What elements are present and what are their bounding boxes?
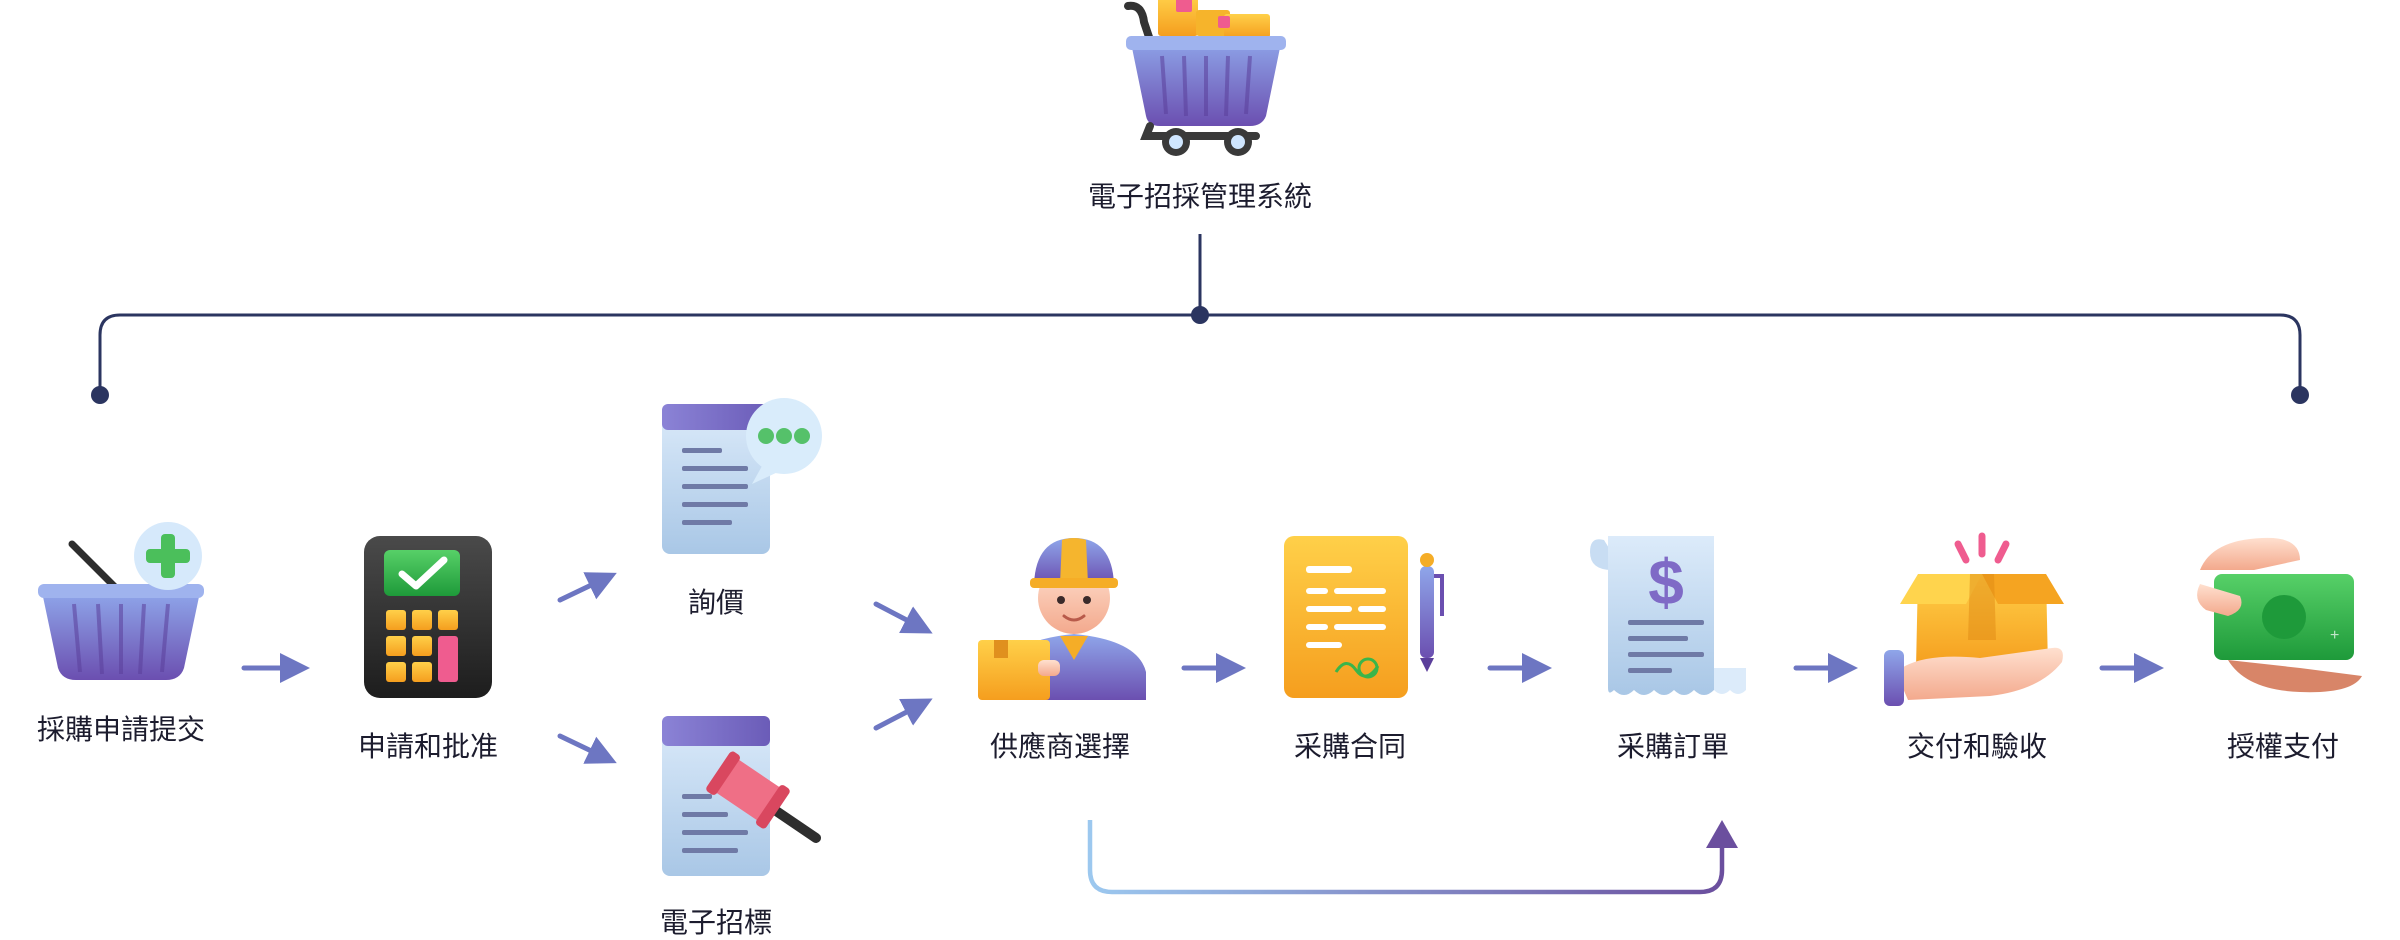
cash-handover-icon: + bbox=[2197, 537, 2362, 693]
contract-pen-icon bbox=[1284, 536, 1444, 698]
step-label-supplier: 供應商選擇 bbox=[989, 731, 1130, 762]
arrow-approve-inquiry bbox=[557, 572, 617, 603]
step-label-submit: 採購申請提交 bbox=[36, 714, 205, 745]
svg-text:$: $ bbox=[1648, 546, 1684, 618]
connector-node-center bbox=[1191, 306, 1209, 324]
payment-terminal-check-icon bbox=[364, 536, 492, 698]
svg-text:+: + bbox=[2330, 627, 2339, 644]
arrow-approve-tender bbox=[557, 733, 617, 764]
connector-node-right bbox=[2291, 386, 2309, 404]
arrow-inquiry-supplier bbox=[873, 601, 933, 634]
shopping-basket-plus-icon bbox=[38, 522, 204, 680]
step-label-approve: 申請和批准 bbox=[357, 731, 498, 762]
invoice-dollar-icon: $ bbox=[1590, 536, 1746, 695]
step-label-delivery: 交付和驗收 bbox=[1906, 731, 2047, 762]
bypass-arrow bbox=[1087, 820, 1738, 895]
connector-node-left bbox=[91, 386, 109, 404]
delivery-worker-icon bbox=[978, 538, 1146, 700]
step-label-inquiry: 詢價 bbox=[687, 587, 744, 618]
step-label-payment: 授權支付 bbox=[2226, 731, 2339, 762]
flow-arrows bbox=[241, 572, 2164, 764]
step-label-contract: 采購合同 bbox=[1293, 731, 1406, 762]
open-box-hand-icon bbox=[1884, 532, 2064, 706]
shopping-cart-icon bbox=[1124, 0, 1286, 156]
document-gavel-icon bbox=[662, 716, 821, 876]
step-label-tender: 電子招標 bbox=[659, 907, 772, 938]
arrow-tender-supplier bbox=[873, 698, 933, 731]
document-chat-icon bbox=[662, 398, 822, 554]
root-label: 電子招採管理系統 bbox=[1087, 181, 1312, 212]
step-label-order: 采購訂單 bbox=[1616, 731, 1729, 762]
